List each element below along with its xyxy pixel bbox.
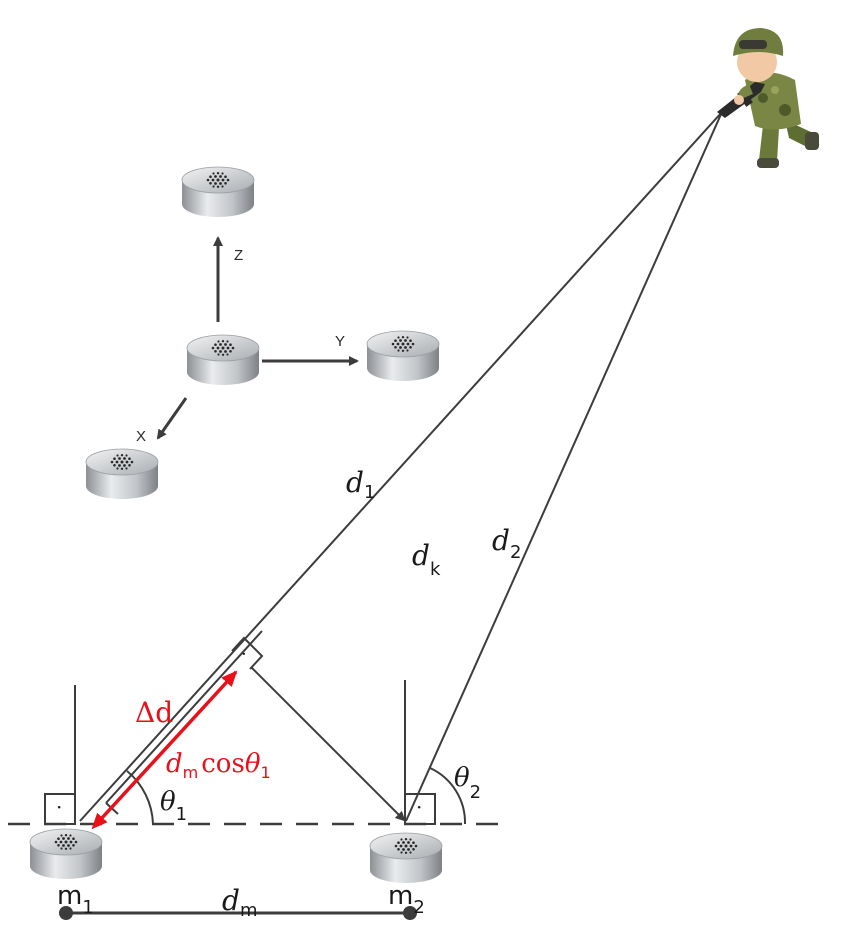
path-d2-line [405,111,723,822]
right-angle-dot-m1: · [56,795,62,819]
label-m1: m1 [57,881,94,918]
perpendicular-line [250,666,406,822]
label-dm: dm [222,884,257,921]
right-angle-dot-m2: · [416,795,422,819]
microphone-center-icon [186,334,260,386]
microphone-m1-icon [29,828,103,880]
label-d1: d1 [346,466,375,503]
right-angle-marker-foot [231,636,264,670]
right-angle-marker-m1 [44,793,76,825]
y-axis-label: Y [335,333,345,350]
delta-d-arrow [91,670,238,830]
label-m2: m2 [388,881,425,918]
microphone-y-icon [366,330,440,382]
label-theta1: θ1 [160,787,187,825]
label-delta-d: Δd [135,696,173,729]
x-axis-arrow [156,397,188,440]
microphone-x-icon [85,448,159,500]
label-d2: d2 [492,524,521,563]
label-theta2: θ2 [454,763,481,803]
microphone-z-icon [181,166,255,218]
soldier-icon [717,28,819,168]
m2-endpoint [403,906,417,920]
path-d1-line [79,111,723,822]
z-axis-label: Z [234,247,243,264]
x-axis-label: X [136,428,146,445]
label-dk: dk [412,539,441,580]
right-angle-dot-foot: · [241,644,247,665]
microphone-m2-icon [369,832,443,884]
theta2-arc [429,767,467,825]
m1-endpoint [59,906,73,920]
right-angle-marker-m2 [404,793,436,825]
